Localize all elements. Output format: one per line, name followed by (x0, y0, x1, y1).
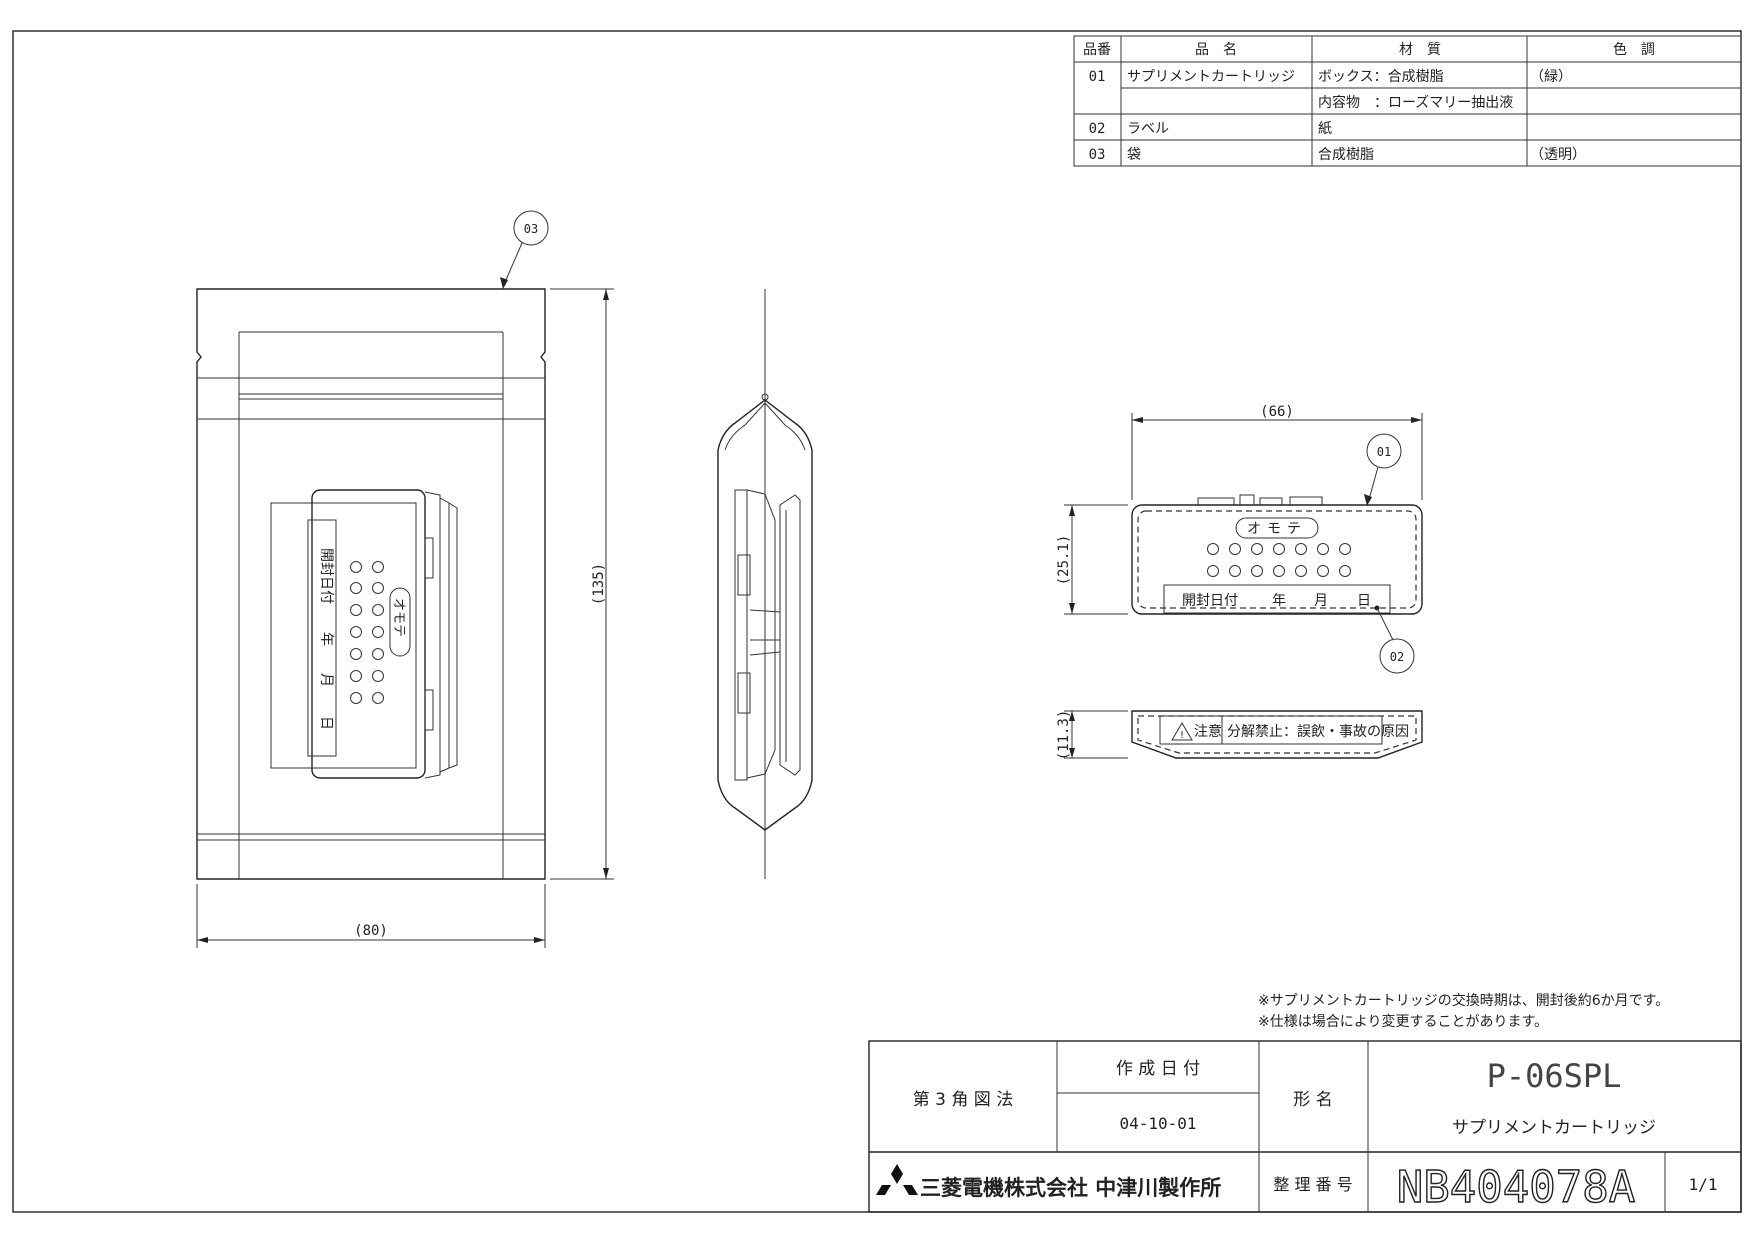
date-value: 04-10-01 (1119, 1114, 1196, 1133)
cartridge-outline (1131, 504, 1423, 615)
bag-date-text: 開封日付 年 月 日 (318, 548, 334, 730)
parts-table: 品番 品 名 材 質 色 調 01 サプリメントカートリッジ ボックス：合成樹脂… (1073, 35, 1742, 167)
bag-face-mark: オモテ (391, 598, 406, 637)
cartridge-holes (1207, 543, 1351, 577)
face-mark-box (1235, 517, 1319, 539)
company-logo-icon (876, 1164, 918, 1195)
company-name: 三菱電機株式会社 中津川製作所 (920, 1176, 1221, 1200)
bag-outline (196, 288, 546, 880)
date-day: 日 (1357, 593, 1371, 609)
header-no: 品番 (1083, 42, 1111, 58)
date-year: 年 (1272, 593, 1286, 609)
bag-view-holes (350, 561, 384, 704)
product-name: サプリメントカートリッジ (1452, 1118, 1656, 1138)
cartridge-bottom-view: ! 注意 分解禁止：誤飲・事故の原因 (11.3) (1056, 710, 1423, 761)
row4-name: 袋 (1127, 147, 1141, 163)
balloon-02-label: 02 (1390, 650, 1404, 664)
row1-material: ボックス：合成樹脂 (1318, 69, 1444, 85)
date-month: 月 (1314, 593, 1328, 609)
row4-material: 合成樹脂 (1318, 147, 1374, 163)
bag-side-view (717, 289, 813, 879)
balloon-03-label: 03 (524, 222, 538, 236)
dim-bag-height-label: (135) (591, 563, 607, 605)
balloon-01-label: 01 (1377, 445, 1391, 459)
svg-text:開封日付: 開封日付 (318, 548, 334, 604)
warning-icon (1171, 722, 1193, 741)
date-label: 開封日付 (1182, 593, 1238, 609)
bag-face-mark-box (389, 587, 411, 657)
caution-box (1159, 715, 1383, 745)
header-name: 品 名 (1195, 42, 1237, 58)
row3-name: ラベル (1127, 121, 1169, 137)
note-2: ※仕様は場合により変更することがあります。 (1258, 1013, 1548, 1030)
caution-text: 分解禁止：誤飲・事故の原因 (1227, 724, 1409, 740)
note-1: ※サプリメントカートリッジの交換時期は、開封後約6か月です。 (1258, 992, 1669, 1009)
row3-no: 02 (1089, 121, 1106, 137)
balloon-03 (513, 210, 549, 246)
cartridge-body (311, 489, 426, 779)
drawing-number: NB404078A (1397, 1162, 1635, 1213)
cartridge-label-outline (1137, 510, 1417, 609)
svg-text:!: ! (1180, 730, 1184, 741)
number-header: 整 理 番 号 (1273, 1175, 1352, 1194)
row1-no: 01 (1089, 69, 1106, 85)
svg-text:月: 月 (318, 673, 334, 687)
dim-bag-width-label: (80) (354, 923, 388, 939)
caution-label: 注意 (1194, 723, 1222, 740)
bag-front-view: 03 開封日付 年 月 日 (196, 210, 614, 948)
date-label-box (1163, 584, 1391, 614)
cartridge-label-area (270, 502, 417, 769)
balloon-01 (1366, 433, 1402, 469)
title-block: 第 3 角 図 法 作 成 日 付 04-10-01 形 名 P-06SPL サ… (868, 1040, 1742, 1214)
row4-no: 03 (1089, 147, 1106, 163)
dim-cart-width-label: (66) (1260, 404, 1294, 420)
header-material: 材 質 (1399, 42, 1441, 58)
sheet-number: 1/1 (1689, 1175, 1718, 1194)
dim-cart-height-label: (25.1) (1056, 535, 1072, 586)
svg-text:年: 年 (318, 632, 334, 646)
row3-material: 紙 (1318, 121, 1332, 137)
dim-cart-depth-label: (11.3) (1056, 710, 1072, 761)
cartridge-front-view: 01 オモテ 開封日付 年 月 日 02 (66) (1056, 404, 1423, 674)
balloon-02 (1379, 638, 1415, 674)
model-header: 形 名 (1293, 1090, 1332, 1110)
leader-arrow-03 (500, 277, 508, 289)
row1-name: サプリメントカートリッジ (1127, 69, 1295, 85)
row1-color: （緑） (1530, 69, 1572, 85)
bottom-outline (1131, 710, 1423, 759)
face-mark: オモテ (1247, 521, 1307, 537)
header-color: 色 調 (1613, 41, 1655, 58)
side-bag-outline (717, 399, 813, 831)
date-header: 作 成 日 付 (1116, 1059, 1200, 1079)
svg-text:日: 日 (318, 716, 334, 730)
model-number: P-06SPL (1487, 1057, 1622, 1095)
row2-material: 内容物 ：ローズマリー抽出液 (1318, 94, 1513, 111)
row4-color: （透明） (1530, 147, 1586, 163)
sheet-border (12, 30, 1742, 1213)
projection-label: 第 3 角 図 法 (913, 1090, 1013, 1110)
